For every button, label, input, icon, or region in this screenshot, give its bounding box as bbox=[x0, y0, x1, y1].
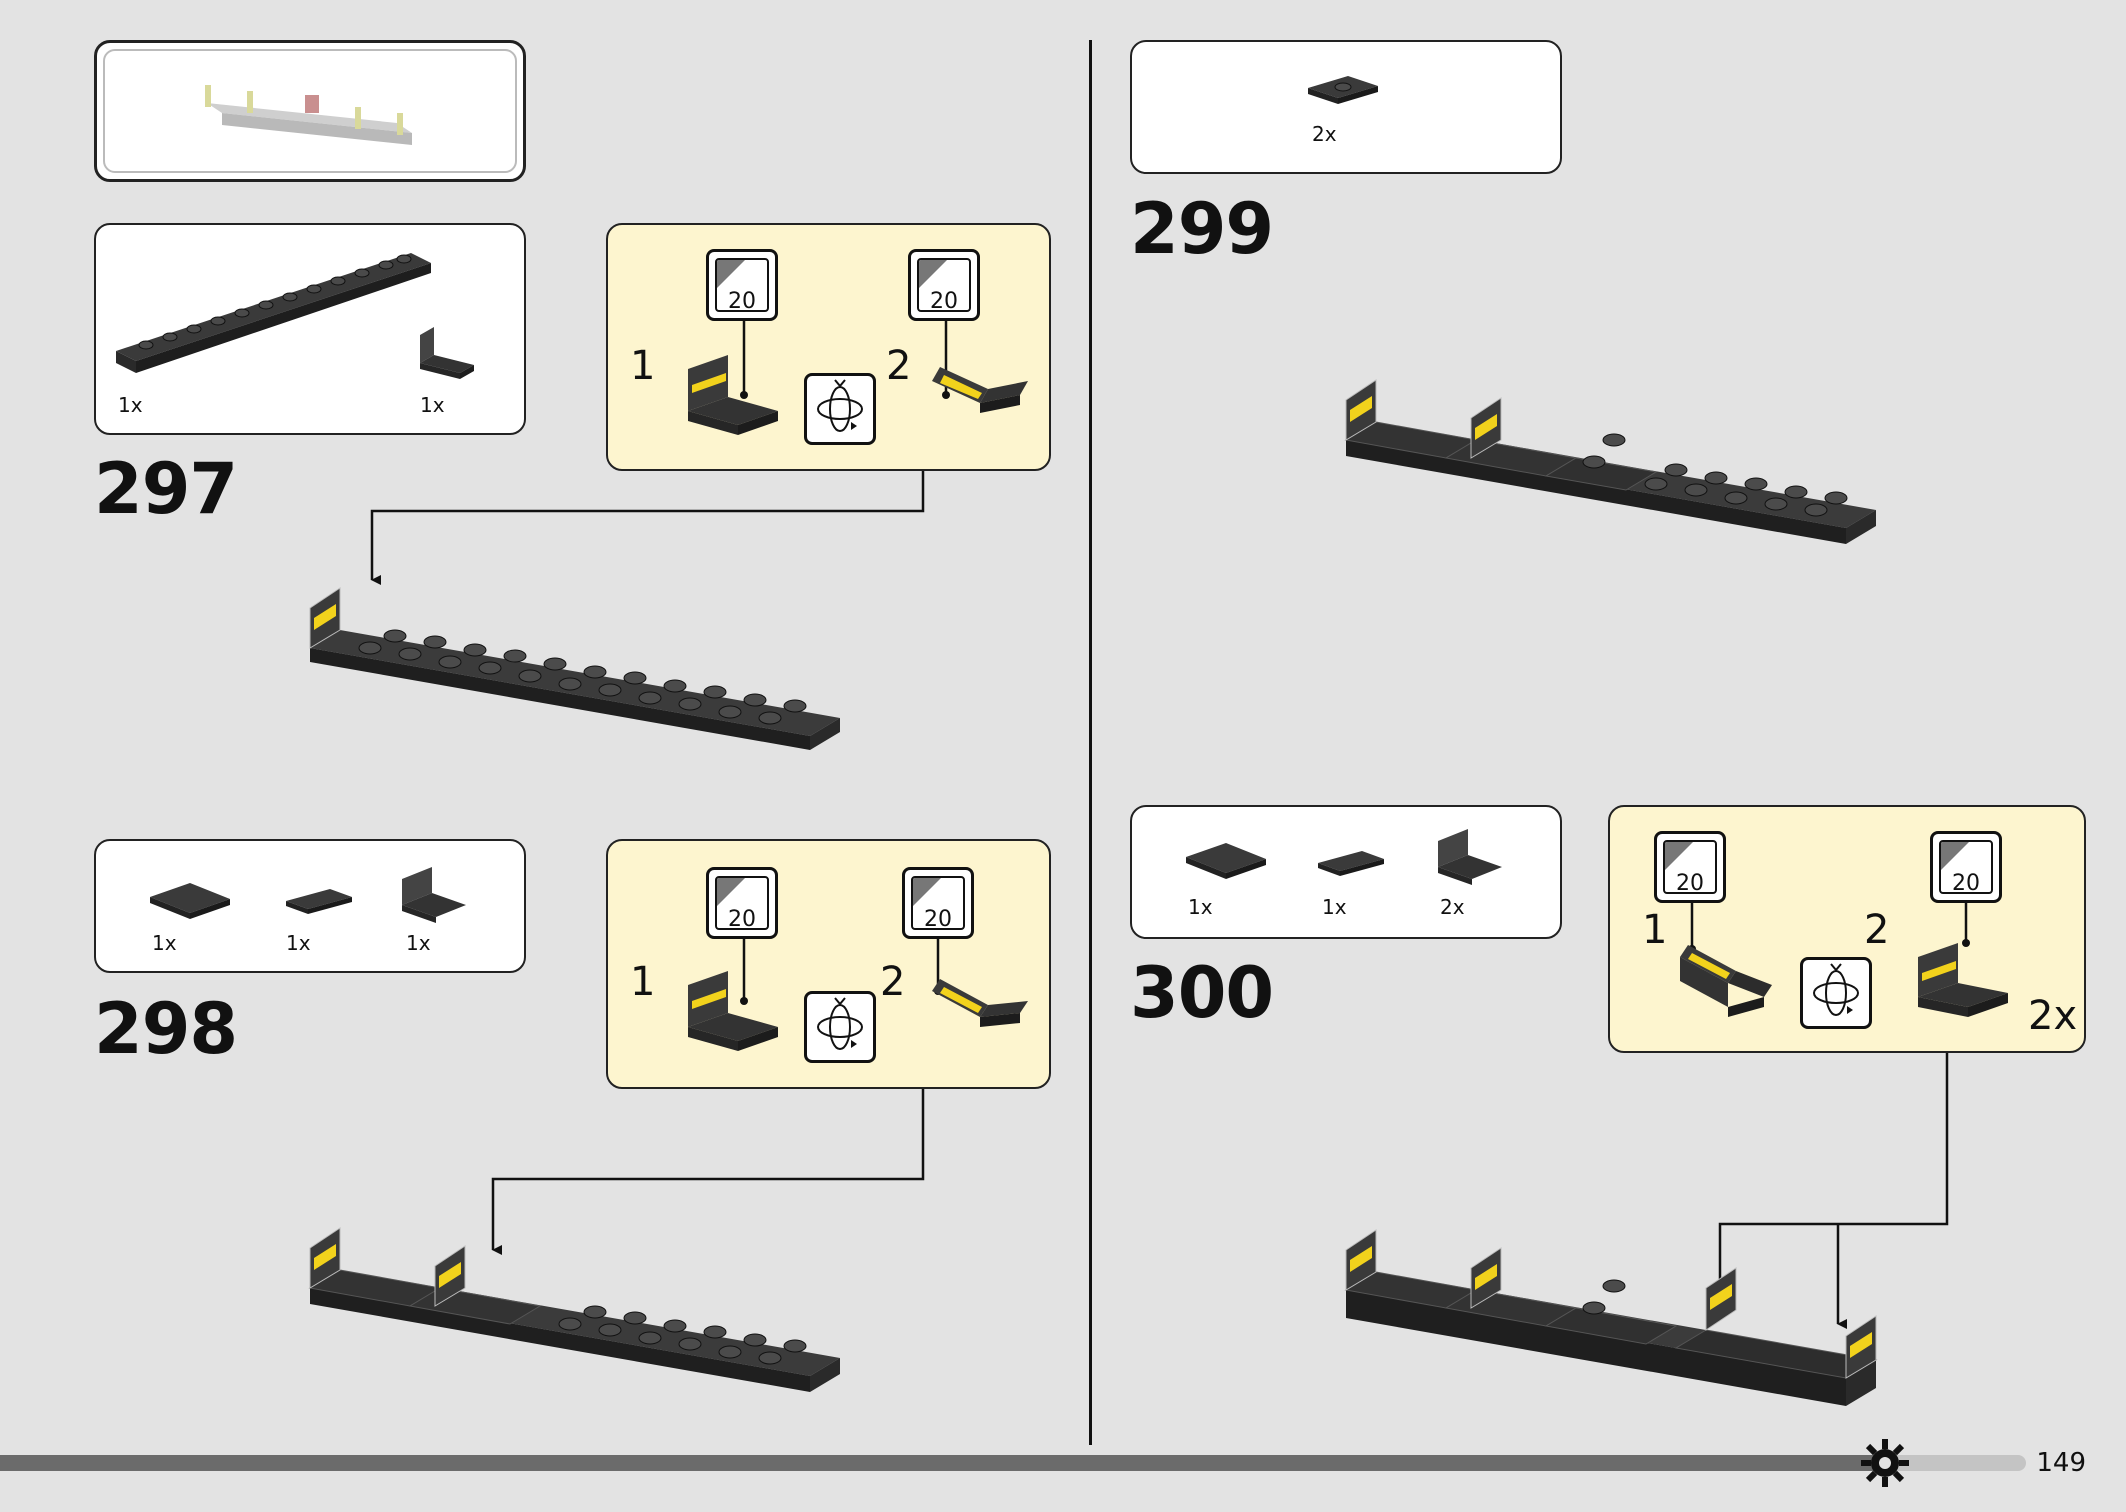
callout-arrow bbox=[370, 471, 925, 585]
step-297-parts-list: 1x 1x bbox=[94, 223, 526, 435]
bracket-1x2-part bbox=[420, 327, 474, 379]
plate-2x12-part bbox=[116, 253, 431, 373]
step-300-sub-assembly: 1 20 2 20 2x bbox=[1608, 805, 2086, 1053]
tile-1x2-part bbox=[1318, 851, 1384, 876]
part-qty: 1x bbox=[152, 931, 177, 955]
previous-assembly-box bbox=[94, 40, 526, 182]
step-297-assembly-image bbox=[309, 587, 840, 750]
step-299-assembly-image bbox=[1344, 379, 1876, 544]
sub-step-label: 1 bbox=[630, 959, 656, 1005]
part-qty: 1x bbox=[118, 393, 143, 417]
sticker-leader-line bbox=[740, 939, 748, 1005]
sticker-leader-line bbox=[1962, 903, 1970, 947]
part-qty: 2x bbox=[1312, 122, 1337, 146]
bracket-with-sticker bbox=[1680, 945, 1772, 1017]
bracket-with-sticker bbox=[688, 971, 778, 1051]
sticker-icon: 20 bbox=[1654, 831, 1726, 903]
bracket-with-sticker bbox=[688, 355, 778, 435]
step-298-assembly-image bbox=[308, 1227, 840, 1392]
step-300-assembly-image bbox=[1344, 1229, 1878, 1406]
previous-assembly-image bbox=[205, 85, 412, 145]
sub-step-label: 1 bbox=[1642, 907, 1668, 953]
bracket-with-sticker bbox=[932, 367, 1028, 413]
sub-step-label: 2 bbox=[886, 343, 912, 389]
step-number: 298 bbox=[94, 988, 238, 1070]
sub-assembly-multiplier: 2x bbox=[2028, 993, 2078, 1039]
step-number: 300 bbox=[1130, 952, 1274, 1034]
tile-1x2-part bbox=[286, 889, 352, 914]
callout-arrow bbox=[1718, 1053, 1949, 1329]
rotate-icon bbox=[804, 373, 876, 445]
progress-bar-fill bbox=[0, 1455, 1880, 1471]
callout-arrow bbox=[491, 1089, 925, 1255]
tile-2x2-part bbox=[150, 883, 230, 919]
sub-step-label: 2 bbox=[880, 959, 906, 1005]
bracket-with-sticker bbox=[1918, 943, 2008, 1017]
page-divider bbox=[1089, 40, 1092, 1445]
sub-step-label: 2 bbox=[1864, 907, 1890, 953]
part-qty: 2x bbox=[1440, 895, 1465, 919]
part-qty: 1x bbox=[1188, 895, 1213, 919]
jumper-plate-part bbox=[1308, 76, 1378, 104]
part-qty: 1x bbox=[420, 393, 445, 417]
bracket-1x2-part bbox=[402, 867, 466, 923]
sticker-leader-line bbox=[740, 321, 748, 399]
sub-step-label: 1 bbox=[630, 343, 656, 389]
sticker-icon: 20 bbox=[902, 867, 974, 939]
step-298-sub-assembly: 1 20 2 20 bbox=[606, 839, 1051, 1089]
part-qty: 1x bbox=[406, 931, 431, 955]
sticker-icon: 20 bbox=[706, 249, 778, 321]
bracket-1x2-part bbox=[1438, 829, 1502, 885]
sticker-icon: 20 bbox=[706, 867, 778, 939]
step-299-parts-list: 2x bbox=[1130, 40, 1562, 174]
sticker-icon: 20 bbox=[1930, 831, 2002, 903]
sticker-icon: 20 bbox=[908, 249, 980, 321]
rotate-icon bbox=[1800, 957, 1872, 1029]
step-number: 297 bbox=[94, 448, 238, 530]
gear-icon bbox=[1861, 1439, 1909, 1487]
step-number: 299 bbox=[1130, 188, 1274, 270]
step-298-parts-list: 1x 1x 1x bbox=[94, 839, 526, 973]
step-300-parts-list: 1x 1x 2x bbox=[1130, 805, 1562, 939]
page-number: 149 bbox=[2036, 1448, 2086, 1478]
tile-2x2-part bbox=[1186, 843, 1266, 879]
rotate-icon bbox=[804, 991, 876, 1063]
part-qty: 1x bbox=[286, 931, 311, 955]
part-qty: 1x bbox=[1322, 895, 1347, 919]
step-297-sub-assembly: 1 20 2 20 bbox=[606, 223, 1051, 471]
bracket-with-sticker bbox=[932, 979, 1028, 1027]
